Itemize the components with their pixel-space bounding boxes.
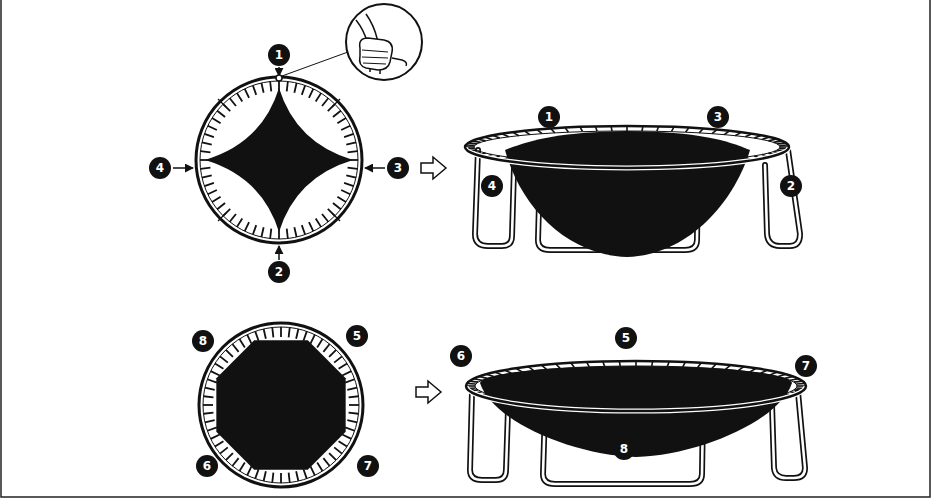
plan-view-2	[199, 323, 363, 487]
callout-number: 1	[268, 44, 290, 66]
callout-number: 7	[795, 355, 817, 377]
callout-number: 5	[346, 325, 368, 347]
callout-number: 4	[149, 157, 171, 179]
callout-number: 3	[387, 157, 409, 179]
callout-number: 1	[538, 106, 560, 128]
callout-number: 5	[615, 327, 637, 349]
perspective-view-2	[466, 361, 806, 484]
callout-number: 6	[196, 455, 218, 477]
callout-number: 2	[268, 261, 290, 283]
plan-view-1	[173, 4, 422, 260]
callout-number: 3	[707, 106, 729, 128]
callout-number: 4	[481, 175, 503, 197]
callout-number: 8	[192, 330, 214, 352]
next-arrow	[416, 381, 441, 403]
next-arrow	[421, 157, 446, 179]
callout-number: 6	[450, 345, 472, 367]
callout-number: 2	[780, 175, 802, 197]
callout-number: 7	[357, 455, 379, 477]
callout-number: 8	[613, 438, 635, 460]
perspective-view-1	[465, 126, 800, 257]
